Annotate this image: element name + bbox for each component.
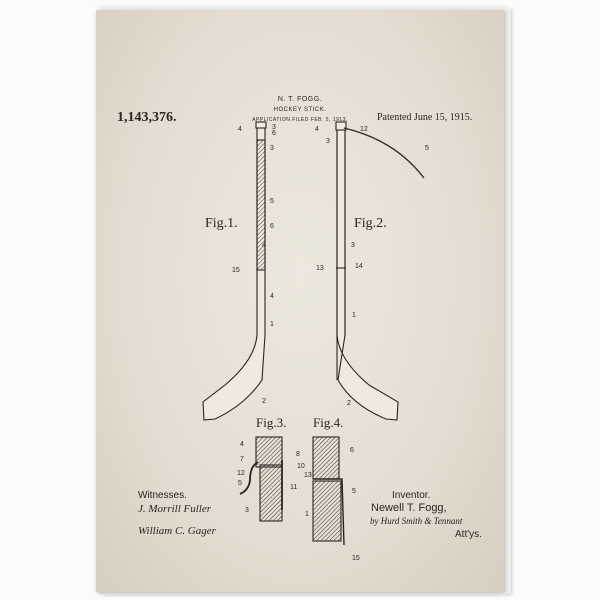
fig1-ref-numeral: 2 <box>262 398 266 405</box>
fig2-ref-numeral: 2 <box>347 400 351 407</box>
fig2-ref-numeral: 1 <box>352 312 356 319</box>
patent-card <box>96 10 504 592</box>
attorneys-label: Att'ys. <box>455 529 482 540</box>
fig2-ref-numeral: 5 <box>425 145 429 152</box>
fig1-ref-numeral: 5 <box>270 198 274 205</box>
fig3-ref-numeral: 10 <box>297 463 305 470</box>
patent-date: Patented June 15, 1915. <box>377 112 473 123</box>
fig2-ref-numeral: 3 <box>351 242 355 249</box>
header-inventor: N. T. FOGG. <box>277 96 323 103</box>
header-title: HOCKEY STICK. <box>273 107 327 113</box>
fig4-ref-numeral: 1 <box>305 511 309 518</box>
patent-number: 1,143,376. <box>117 110 177 125</box>
fig2-tape-line <box>343 127 425 179</box>
attorney-signature: by Hurd Smith & Tennant <box>370 516 463 526</box>
fig3-ref-numeral: 11 <box>290 484 297 491</box>
fig3-label: Fig.3. <box>256 415 287 430</box>
fig2-ref-numeral: 4 <box>315 126 319 133</box>
fig2-ref-numeral: 3 <box>326 138 330 145</box>
fig4-ref-numeral: 6 <box>350 447 354 454</box>
witness-signature-1: J. Morrill Fuller <box>138 503 212 515</box>
witness-signature-2: William C. Gager <box>138 525 216 537</box>
fig3-ref-numeral: 7 <box>240 456 244 463</box>
fig1-label: Fig.1. <box>205 216 238 231</box>
fig4-label: Fig.4. <box>313 415 344 430</box>
witnesses-label: Witnesses. <box>138 490 187 501</box>
fig2-label: Fig.2. <box>354 216 387 231</box>
fig1-ref-numeral: 6 <box>270 223 274 230</box>
fig3-section <box>255 436 283 468</box>
fig2-ref-numeral: 13 <box>316 265 324 272</box>
fig2-ref-numeral: 14 <box>355 263 363 270</box>
header-filed: APPLICATION FILED FEB. 5, 1913. <box>252 117 348 123</box>
fig1-ref-numeral: 3 <box>272 124 276 131</box>
fig2-stick <box>336 123 399 421</box>
fig1-ref-numeral: 4 <box>262 242 266 249</box>
inventor-label: Inventor. <box>392 490 431 501</box>
fig3-ref-numeral: 8 <box>296 451 300 458</box>
fig4-section <box>312 436 340 480</box>
fig1-ref-numeral: 6 <box>272 130 276 137</box>
fig1-ref-numeral: 3 <box>270 145 274 152</box>
fig3-ref-numeral: 5 <box>238 480 242 487</box>
fig4-ref-numeral: 15 <box>352 555 360 562</box>
fig1-ref-numeral: 4 <box>238 126 242 133</box>
fig3-ref-numeral: 3 <box>245 507 249 514</box>
fig1-ref-numeral: 1 <box>270 321 274 328</box>
inventor-name: Newell T. Fogg, <box>371 502 447 514</box>
fig2-ref-numeral: 12 <box>360 126 368 133</box>
fig1-ref-numeral: 15 <box>232 267 240 274</box>
fig3-ref-numeral: 12 <box>237 470 245 477</box>
fig1-ref-numeral: 4 <box>270 293 274 300</box>
fig3-ref-numeral: 4 <box>240 441 244 448</box>
fig4-ref-numeral: 13 <box>304 472 312 479</box>
fig1-winding <box>256 139 266 271</box>
fig4-ref-numeral: 5 <box>352 488 356 495</box>
